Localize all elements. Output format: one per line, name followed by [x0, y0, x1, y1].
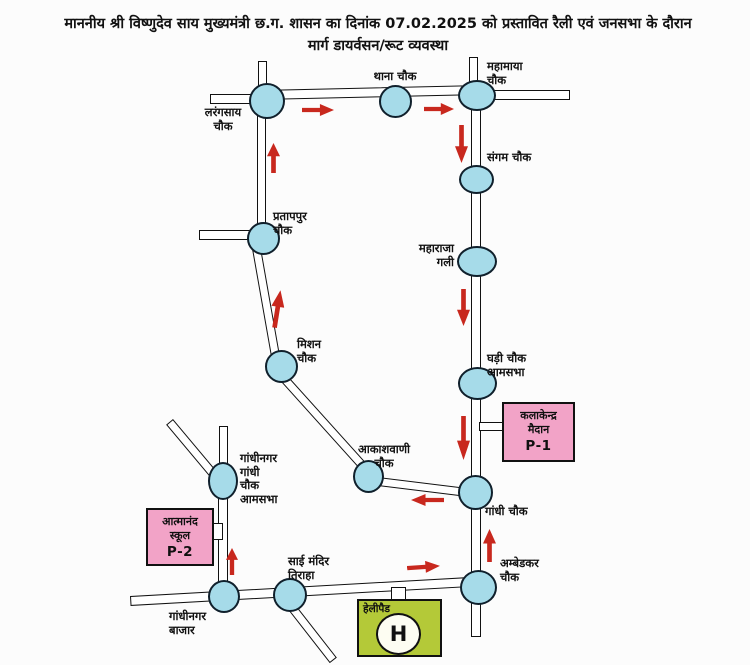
route-arrow-up-icon [267, 143, 280, 173]
junction-gandhinagar-gandhi-chowk [208, 462, 238, 500]
helipad-box: हेलीपैड H [357, 599, 442, 657]
junction-label-mahamaya-chowk: महामाया चौक [487, 59, 523, 87]
junction-thana-chowk [379, 85, 412, 118]
parking-box-p2: आत्मानंद स्कूल P-2 [146, 508, 214, 566]
route-arrow-down-icon [457, 289, 470, 326]
helipad-h-icon: H [376, 613, 421, 655]
junction-label-maharaja-gali: महाराजा गली [418, 241, 454, 269]
route-arrow-left-icon [411, 494, 444, 506]
road-stub-left-larangsai [210, 94, 254, 104]
road-akashvani-gandhi [376, 477, 466, 497]
parking-p1-name-line2: मैदान [527, 423, 550, 437]
junction-mahamaya-chowk [458, 80, 496, 111]
parking-box-p1: कलाकेन्द्र मैदान P-1 [502, 402, 575, 462]
junction-label-sangam-chowk: संगम चौक [487, 150, 532, 164]
junction-label-gandhinagar-gandhi-chowk: गांधीनगर गांधी चौक आमसभा [240, 451, 278, 506]
road-stub-left-pratappur [199, 230, 251, 240]
parking-p1-code: P-1 [525, 437, 552, 454]
junction-label-ambedkar-chowk: अम्बेडकर चौक [500, 556, 539, 584]
junction-ambedkar-chowk [460, 570, 497, 605]
junction-label-gandhi-chowk: गांधी चौक [485, 504, 528, 518]
road-stub-right-mahamaya [490, 90, 570, 100]
junction-label-sai-mandir-tiraha: साई मंदिर तिराहा [288, 554, 330, 582]
junction-label-ghadi-chowk: घड़ी चौक आमसभा [487, 351, 527, 379]
helipad-label: हेलीपैड [363, 603, 390, 615]
junction-gandhi-chowk [458, 475, 493, 510]
road-sai-mandir-branch [287, 604, 337, 664]
route-arrow-right-icon [407, 560, 441, 574]
road-stub-diagonal-gandhinagar [166, 419, 217, 477]
junction-maharaja-gali [457, 246, 497, 277]
parking-p2-name-line1: आत्मानंद [162, 515, 198, 528]
junction-sai-mandir-tiraha [273, 578, 307, 612]
parking-p1-name-line1: कलाकेन्द्र [520, 409, 557, 422]
page-title: माननीय श्री विष्णुदेव साय मुख्यमंत्री छ.… [22, 13, 734, 58]
junction-label-thana-chowk: थाना चौक [373, 69, 417, 83]
page-title-line1: माननीय श्री विष्णुदेव साय मुख्यमंत्री छ.… [64, 16, 692, 32]
route-arrow-down-icon [457, 416, 470, 460]
junction-label-pratappur-chowk: प्रतापपुर चौक [273, 209, 307, 237]
junction-label-larangsai-chowk: लरंगसाय चौक [204, 105, 242, 133]
route-arrow-down-icon [455, 125, 468, 163]
junction-label-mission-chowk: मिशन चौक [297, 337, 322, 365]
junction-sangam-chowk [459, 165, 494, 194]
route-arrow-up-icon [483, 529, 496, 562]
page-title-line2: मार्ग डायर्वसन/रूट व्यवस्था [307, 38, 449, 55]
junction-label-akashvani-chowk: आकाशवाणी चौक [357, 442, 411, 470]
route-arrow-right-icon [424, 103, 454, 115]
junction-mission-chowk [265, 350, 298, 383]
road-top-horizontal [260, 84, 483, 100]
route-arrow-right-icon [302, 104, 334, 116]
parking-p2-name-line2: स्कूल [169, 529, 191, 543]
road-left-vertical-larangsai-pratappur [257, 100, 266, 240]
junction-larangsai-chowk [249, 83, 285, 119]
helipad-symbol: H [389, 622, 408, 646]
junction-label-gandhinagar-bazar: गांधीनगर बाजार [169, 609, 207, 637]
junction-akashvani-chowk [353, 460, 384, 493]
parking-p2-code: P-2 [166, 543, 194, 560]
junction-pratappur-chowk [247, 222, 280, 255]
junction-ghadi-chowk [458, 367, 497, 400]
junction-gandhinagar-bazar [208, 580, 240, 613]
